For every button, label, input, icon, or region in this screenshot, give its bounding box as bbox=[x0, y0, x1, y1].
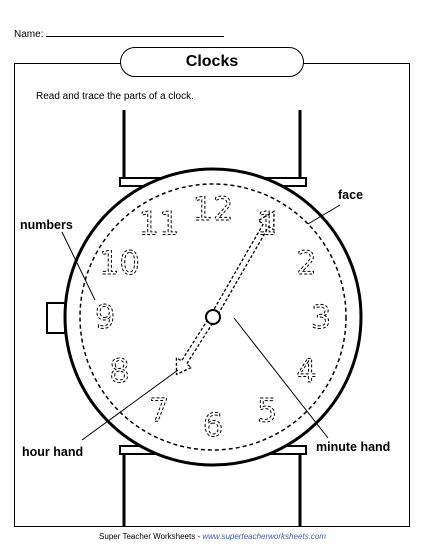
watch-crown bbox=[46, 302, 66, 334]
numbers-leader-line bbox=[61, 231, 96, 301]
clock-numeral-12: 12 bbox=[193, 190, 234, 228]
name-line[interactable] bbox=[46, 27, 225, 37]
footer-url-link[interactable]: www.superteacherworksheets.com bbox=[202, 532, 326, 541]
footer: Super Teacher Worksheets - www.superteac… bbox=[0, 532, 425, 541]
worksheet-title: Clocks bbox=[120, 47, 304, 77]
minute-hand-label: minute hand bbox=[316, 440, 391, 454]
clock-numeral-3: 3 bbox=[311, 298, 331, 336]
clock-numeral-10: 10 bbox=[99, 244, 140, 282]
name-label: Name: bbox=[14, 29, 44, 40]
clock-numeral-8: 8 bbox=[109, 352, 129, 390]
minute-hand bbox=[209, 210, 275, 320]
instructions-text: Read and trace the parts of a clock. bbox=[36, 91, 194, 102]
hour-hand-leader-line bbox=[81, 369, 179, 441]
clock-numeral-5: 5 bbox=[257, 392, 277, 430]
name-field-row: Name: bbox=[14, 27, 225, 40]
face-leader-line bbox=[307, 204, 341, 225]
clock-numeral-9: 9 bbox=[95, 298, 115, 336]
clock-numeral-6: 6 bbox=[203, 406, 223, 444]
footer-site-name: Super Teacher Worksheets bbox=[99, 532, 196, 541]
minute-hand-leader-line bbox=[233, 317, 329, 439]
clock-face-outline bbox=[79, 183, 347, 451]
clock-numeral-11: 11 bbox=[139, 205, 180, 243]
face-label: face bbox=[338, 188, 364, 202]
hour-hand-label: hour hand bbox=[22, 445, 84, 459]
footer-separator: - bbox=[195, 532, 203, 541]
clock-numeral-1: 1 bbox=[257, 205, 277, 243]
center-pin bbox=[205, 309, 221, 325]
clock-numeral-7: 7 bbox=[149, 392, 169, 430]
numbers-label: numbers bbox=[20, 218, 73, 232]
clock-numeral-2: 2 bbox=[296, 244, 316, 282]
clock-numeral-4: 4 bbox=[296, 352, 316, 390]
